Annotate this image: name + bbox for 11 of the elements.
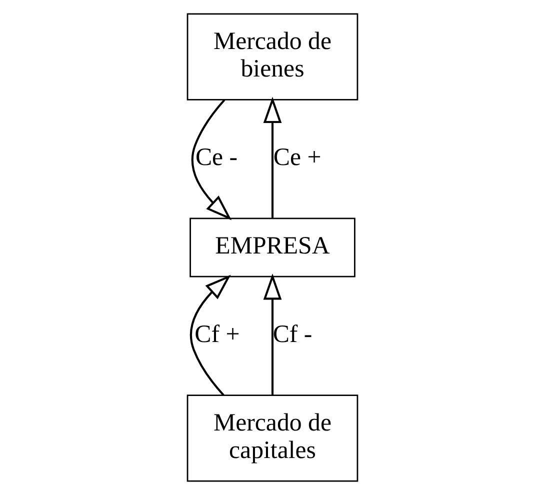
arrow bbox=[262, 273, 282, 396]
edge-label: Cf - bbox=[272, 321, 312, 348]
node-box: Mercado de bienes bbox=[186, 13, 358, 100]
edge-label: Ce + bbox=[272, 144, 321, 172]
arrow bbox=[189, 274, 230, 396]
arrow bbox=[262, 96, 282, 218]
arrow bbox=[190, 99, 232, 220]
edge-label: Cf + bbox=[194, 321, 240, 348]
edge-label: Ce - bbox=[194, 144, 238, 172]
node-box: EMPRESA bbox=[189, 218, 355, 278]
node-box: Mercado de capitales bbox=[186, 394, 358, 482]
